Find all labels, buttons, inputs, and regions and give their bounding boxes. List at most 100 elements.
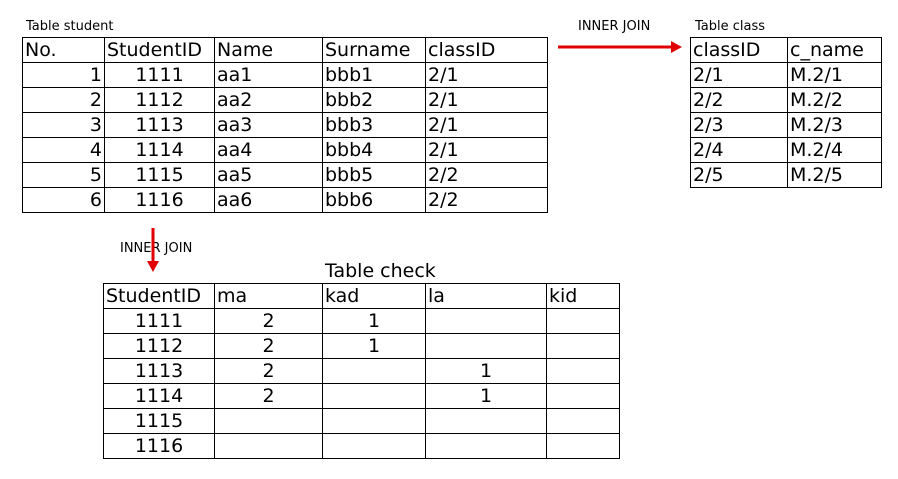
table-row: 2/4 M.2/4 (690, 137, 882, 163)
arrow-head (147, 261, 159, 272)
student-table: No. StudentID Name Surname classID 1 111… (22, 37, 548, 213)
check-header-la: la (425, 283, 547, 309)
check-cell-studentid: 1116 (103, 433, 215, 459)
student-cell-studentid: 1115 (104, 162, 215, 188)
check-cell-kad: 1 (322, 333, 426, 359)
student-header-classid: classID (425, 37, 548, 63)
check-header-row: StudentID ma kad la kid (103, 283, 620, 309)
class-cell-classid: 2/2 (690, 87, 788, 113)
student-header-row: No. StudentID Name Surname classID (22, 37, 548, 63)
check-table-caption: Table check (325, 260, 436, 282)
student-cell-name: aa2 (214, 87, 323, 113)
inner-join-right-label: INNER JOIN (578, 19, 651, 34)
student-cell-name: aa4 (214, 137, 323, 163)
student-header-surname: Surname (322, 37, 426, 63)
check-cell-studentid: 1114 (103, 383, 215, 409)
class-cell-classid: 2/3 (690, 112, 788, 138)
table-row: 2/5 M.2/5 (690, 162, 882, 188)
class-header-cname: c_name (787, 37, 882, 63)
check-cell-kid (546, 333, 620, 359)
student-cell-classid: 2/1 (425, 137, 548, 163)
table-row: 1 1111 aa1 bbb1 2/1 (22, 62, 548, 88)
table-row: 5 1115 aa5 bbb5 2/2 (22, 162, 548, 188)
student-cell-name: aa5 (214, 162, 323, 188)
check-cell-studentid: 1112 (103, 333, 215, 359)
table-row: 4 1114 aa4 bbb4 2/1 (22, 137, 548, 163)
student-table-caption: Table student (26, 19, 114, 34)
student-cell-no: 5 (22, 162, 105, 188)
check-cell-kid (546, 433, 620, 459)
table-row: 3 1113 aa3 bbb3 2/1 (22, 112, 548, 138)
student-cell-studentid: 1112 (104, 87, 215, 113)
student-cell-classid: 2/1 (425, 62, 548, 88)
class-cell-classid: 2/1 (690, 62, 788, 88)
student-cell-surname: bbb3 (322, 112, 426, 138)
class-cell-cname: M.2/4 (787, 137, 882, 163)
check-cell-la: 1 (425, 383, 547, 409)
student-cell-surname: bbb4 (322, 137, 426, 163)
student-cell-studentid: 1116 (104, 187, 215, 213)
check-cell-la (425, 433, 547, 459)
table-row: 1115 (103, 408, 620, 434)
table-row: 2 1112 aa2 bbb2 2/1 (22, 87, 548, 113)
student-cell-name: aa3 (214, 112, 323, 138)
check-cell-ma: 2 (214, 358, 323, 384)
student-cell-no: 4 (22, 137, 105, 163)
table-row: 1116 (103, 433, 620, 459)
check-cell-kad: 1 (322, 308, 426, 334)
check-header-kad: kad (322, 283, 426, 309)
student-cell-studentid: 1111 (104, 62, 215, 88)
check-cell-kid (546, 383, 620, 409)
class-cell-classid: 2/5 (690, 162, 788, 188)
arrow-head (671, 41, 682, 53)
check-cell-la: 1 (425, 358, 547, 384)
check-cell-kid (546, 308, 620, 334)
table-row: 2/1 M.2/1 (690, 62, 882, 88)
class-table-caption: Table class (695, 19, 766, 34)
check-cell-ma: 2 (214, 308, 323, 334)
student-cell-no: 6 (22, 187, 105, 213)
table-row: 1114 2 1 (103, 383, 620, 409)
student-header-no: No. (22, 37, 105, 63)
check-cell-studentid: 1113 (103, 358, 215, 384)
check-header-ma: ma (214, 283, 323, 309)
table-row: 2/2 M.2/2 (690, 87, 882, 113)
class-cell-cname: M.2/5 (787, 162, 882, 188)
class-cell-classid: 2/4 (690, 137, 788, 163)
check-cell-kad (322, 433, 426, 459)
table-row: 2/3 M.2/3 (690, 112, 882, 138)
check-cell-kad (322, 383, 426, 409)
student-cell-classid: 2/2 (425, 162, 548, 188)
check-cell-ma (214, 433, 323, 459)
check-header-studentid: StudentID (103, 283, 215, 309)
check-cell-ma (214, 408, 323, 434)
class-header-classid: classID (690, 37, 788, 63)
student-cell-name: aa1 (214, 62, 323, 88)
class-cell-cname: M.2/1 (787, 62, 882, 88)
check-cell-kid (546, 358, 620, 384)
check-cell-ma: 2 (214, 383, 323, 409)
check-table: StudentID ma kad la kid 1111 2 1 1112 2 … (103, 283, 620, 459)
table-row: 1112 2 1 (103, 333, 620, 359)
student-cell-surname: bbb1 (322, 62, 426, 88)
student-cell-studentid: 1114 (104, 137, 215, 163)
student-cell-classid: 2/2 (425, 187, 548, 213)
student-header-name: Name (214, 37, 323, 63)
student-cell-surname: bbb6 (322, 187, 426, 213)
check-cell-kid (546, 408, 620, 434)
student-header-studentid: StudentID (104, 37, 215, 63)
class-table: classID c_name 2/1 M.2/1 2/2 M.2/2 2/3 M… (690, 37, 882, 188)
check-cell-la (425, 333, 547, 359)
inner-join-right-arrow (558, 41, 682, 53)
check-cell-studentid: 1115 (103, 408, 215, 434)
table-row: 1113 2 1 (103, 358, 620, 384)
table-row: 1111 2 1 (103, 308, 620, 334)
student-cell-no: 2 (22, 87, 105, 113)
class-cell-cname: M.2/2 (787, 87, 882, 113)
table-row: 6 1116 aa6 bbb6 2/2 (22, 187, 548, 213)
student-cell-no: 3 (22, 112, 105, 138)
check-cell-kad (322, 408, 426, 434)
check-header-kid: kid (546, 283, 620, 309)
check-cell-la (425, 308, 547, 334)
class-header-row: classID c_name (690, 37, 882, 63)
